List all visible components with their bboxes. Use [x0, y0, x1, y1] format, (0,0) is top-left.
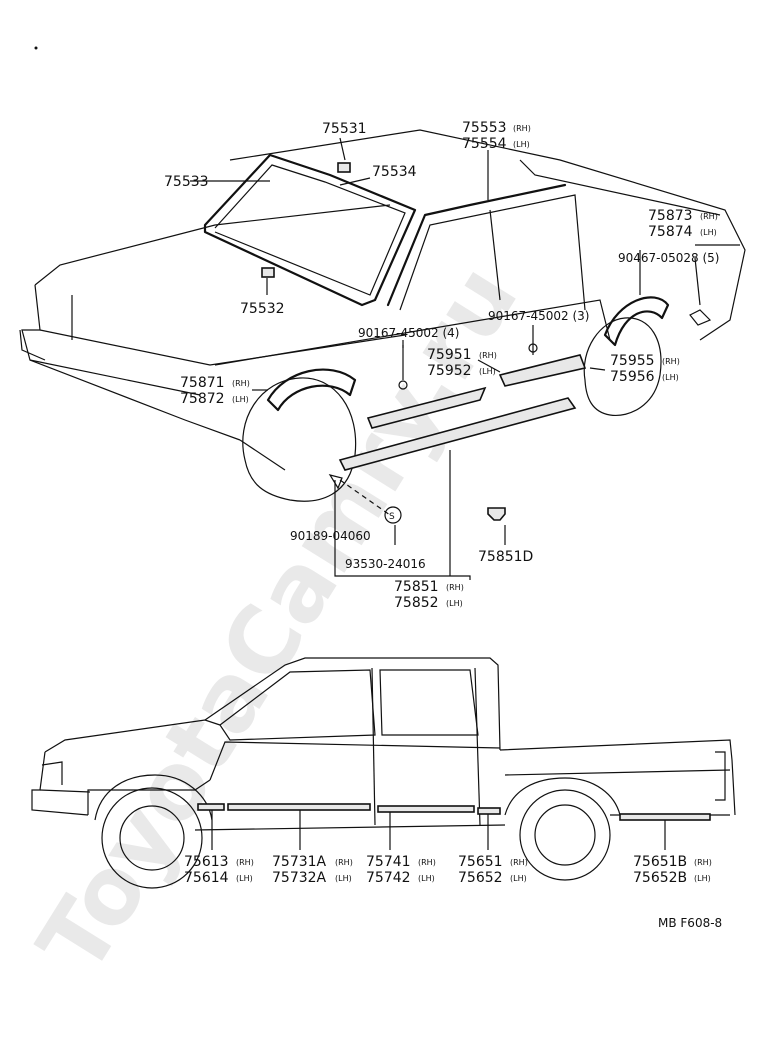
moulding-75651B	[619, 813, 711, 821]
label-75614: 75614	[184, 870, 229, 886]
label-75956: 75956	[610, 369, 655, 385]
truck-front-view: S	[19, 129, 746, 524]
clip-75531	[337, 162, 351, 173]
label-75741: 75741	[366, 854, 411, 870]
clip-75851D	[487, 507, 506, 521]
svg-text:(LH): (LH)	[232, 395, 249, 404]
svg-text:(LH): (LH)	[700, 228, 717, 237]
label-75873: 75873	[648, 208, 693, 224]
top-leaders	[190, 137, 740, 580]
svg-text:(RH): (RH)	[700, 212, 718, 221]
bottom-labels: 75613 (RH) 75614 (LH) 75731A (RH) 75732A…	[184, 854, 722, 930]
svg-text:(RH): (RH)	[510, 858, 528, 867]
label-90467-05028: 90467-05028 (5)	[618, 251, 720, 265]
label-75652B: 75652B	[633, 870, 687, 886]
svg-text:(RH): (RH)	[418, 858, 436, 867]
svg-text:(LH): (LH)	[513, 140, 530, 149]
diagram-code: MB F608-8	[658, 916, 722, 930]
clip-75532	[261, 267, 275, 278]
label-75732A: 75732A	[272, 870, 327, 886]
bottom-leaders	[211, 810, 666, 850]
svg-text:(LH): (LH)	[510, 874, 527, 883]
svg-text:(RH): (RH)	[694, 858, 712, 867]
label-90167-45002-b: 90167-45002 (3)	[488, 309, 590, 323]
label-75533: 75533	[164, 174, 209, 190]
svg-text:(RH): (RH)	[446, 583, 464, 592]
svg-text:(RH): (RH)	[513, 124, 531, 133]
top-labels: 75531 75533 75534 75532 75553 (RH) 75554…	[164, 120, 720, 611]
label-75531: 75531	[322, 121, 367, 137]
svg-text:(RH): (RH)	[662, 357, 680, 366]
label-75852: 75852	[394, 595, 439, 611]
svg-text:(RH): (RH)	[236, 858, 254, 867]
svg-text:(LH): (LH)	[236, 874, 253, 883]
label-75651: 75651	[458, 854, 503, 870]
moulding-75741	[377, 805, 475, 813]
label-90189-04060: 90189-04060	[290, 529, 371, 543]
label-75613: 75613	[184, 854, 229, 870]
svg-text:(RH): (RH)	[335, 858, 353, 867]
label-75651B: 75651B	[633, 854, 687, 870]
label-75872: 75872	[180, 391, 225, 407]
svg-text:(LH): (LH)	[479, 367, 496, 376]
s-clip-icon	[384, 506, 402, 524]
svg-text:(RH): (RH)	[232, 379, 250, 388]
label-75874: 75874	[648, 224, 693, 240]
label-75534: 75534	[372, 164, 417, 180]
moulding-75731A	[227, 803, 371, 811]
moulding-75613	[197, 803, 225, 811]
moulding-75651	[477, 807, 501, 815]
moulding-75951	[366, 386, 487, 429]
svg-text:(RH): (RH)	[479, 351, 497, 360]
svg-text:(LH): (LH)	[662, 373, 679, 382]
svg-text:(LH): (LH)	[446, 599, 463, 608]
label-75553: 75553	[462, 120, 507, 136]
label-75742: 75742	[366, 870, 411, 886]
label-75731A: 75731A	[272, 854, 327, 870]
svg-text:(LH): (LH)	[694, 874, 711, 883]
label-75652: 75652	[458, 870, 503, 886]
truck-side-view	[31, 657, 736, 889]
label-75871: 75871	[180, 375, 225, 391]
label-75952: 75952	[427, 363, 472, 379]
svg-text:(LH): (LH)	[418, 874, 435, 883]
svg-text:S: S	[389, 512, 395, 522]
label-75951: 75951	[427, 347, 472, 363]
rocker-moulding-75851	[338, 397, 577, 471]
label-75955: 75955	[610, 353, 655, 369]
moulding-75955	[498, 354, 587, 387]
label-90167-45002-a: 90167-45002 (4)	[358, 326, 460, 340]
label-75851: 75851	[394, 579, 439, 595]
label-75554: 75554	[462, 136, 507, 152]
label-75851D: 75851D	[478, 549, 533, 565]
label-93530-24016: 93530-24016	[345, 557, 426, 571]
label-75532: 75532	[240, 301, 285, 317]
svg-text:(LH): (LH)	[335, 874, 352, 883]
